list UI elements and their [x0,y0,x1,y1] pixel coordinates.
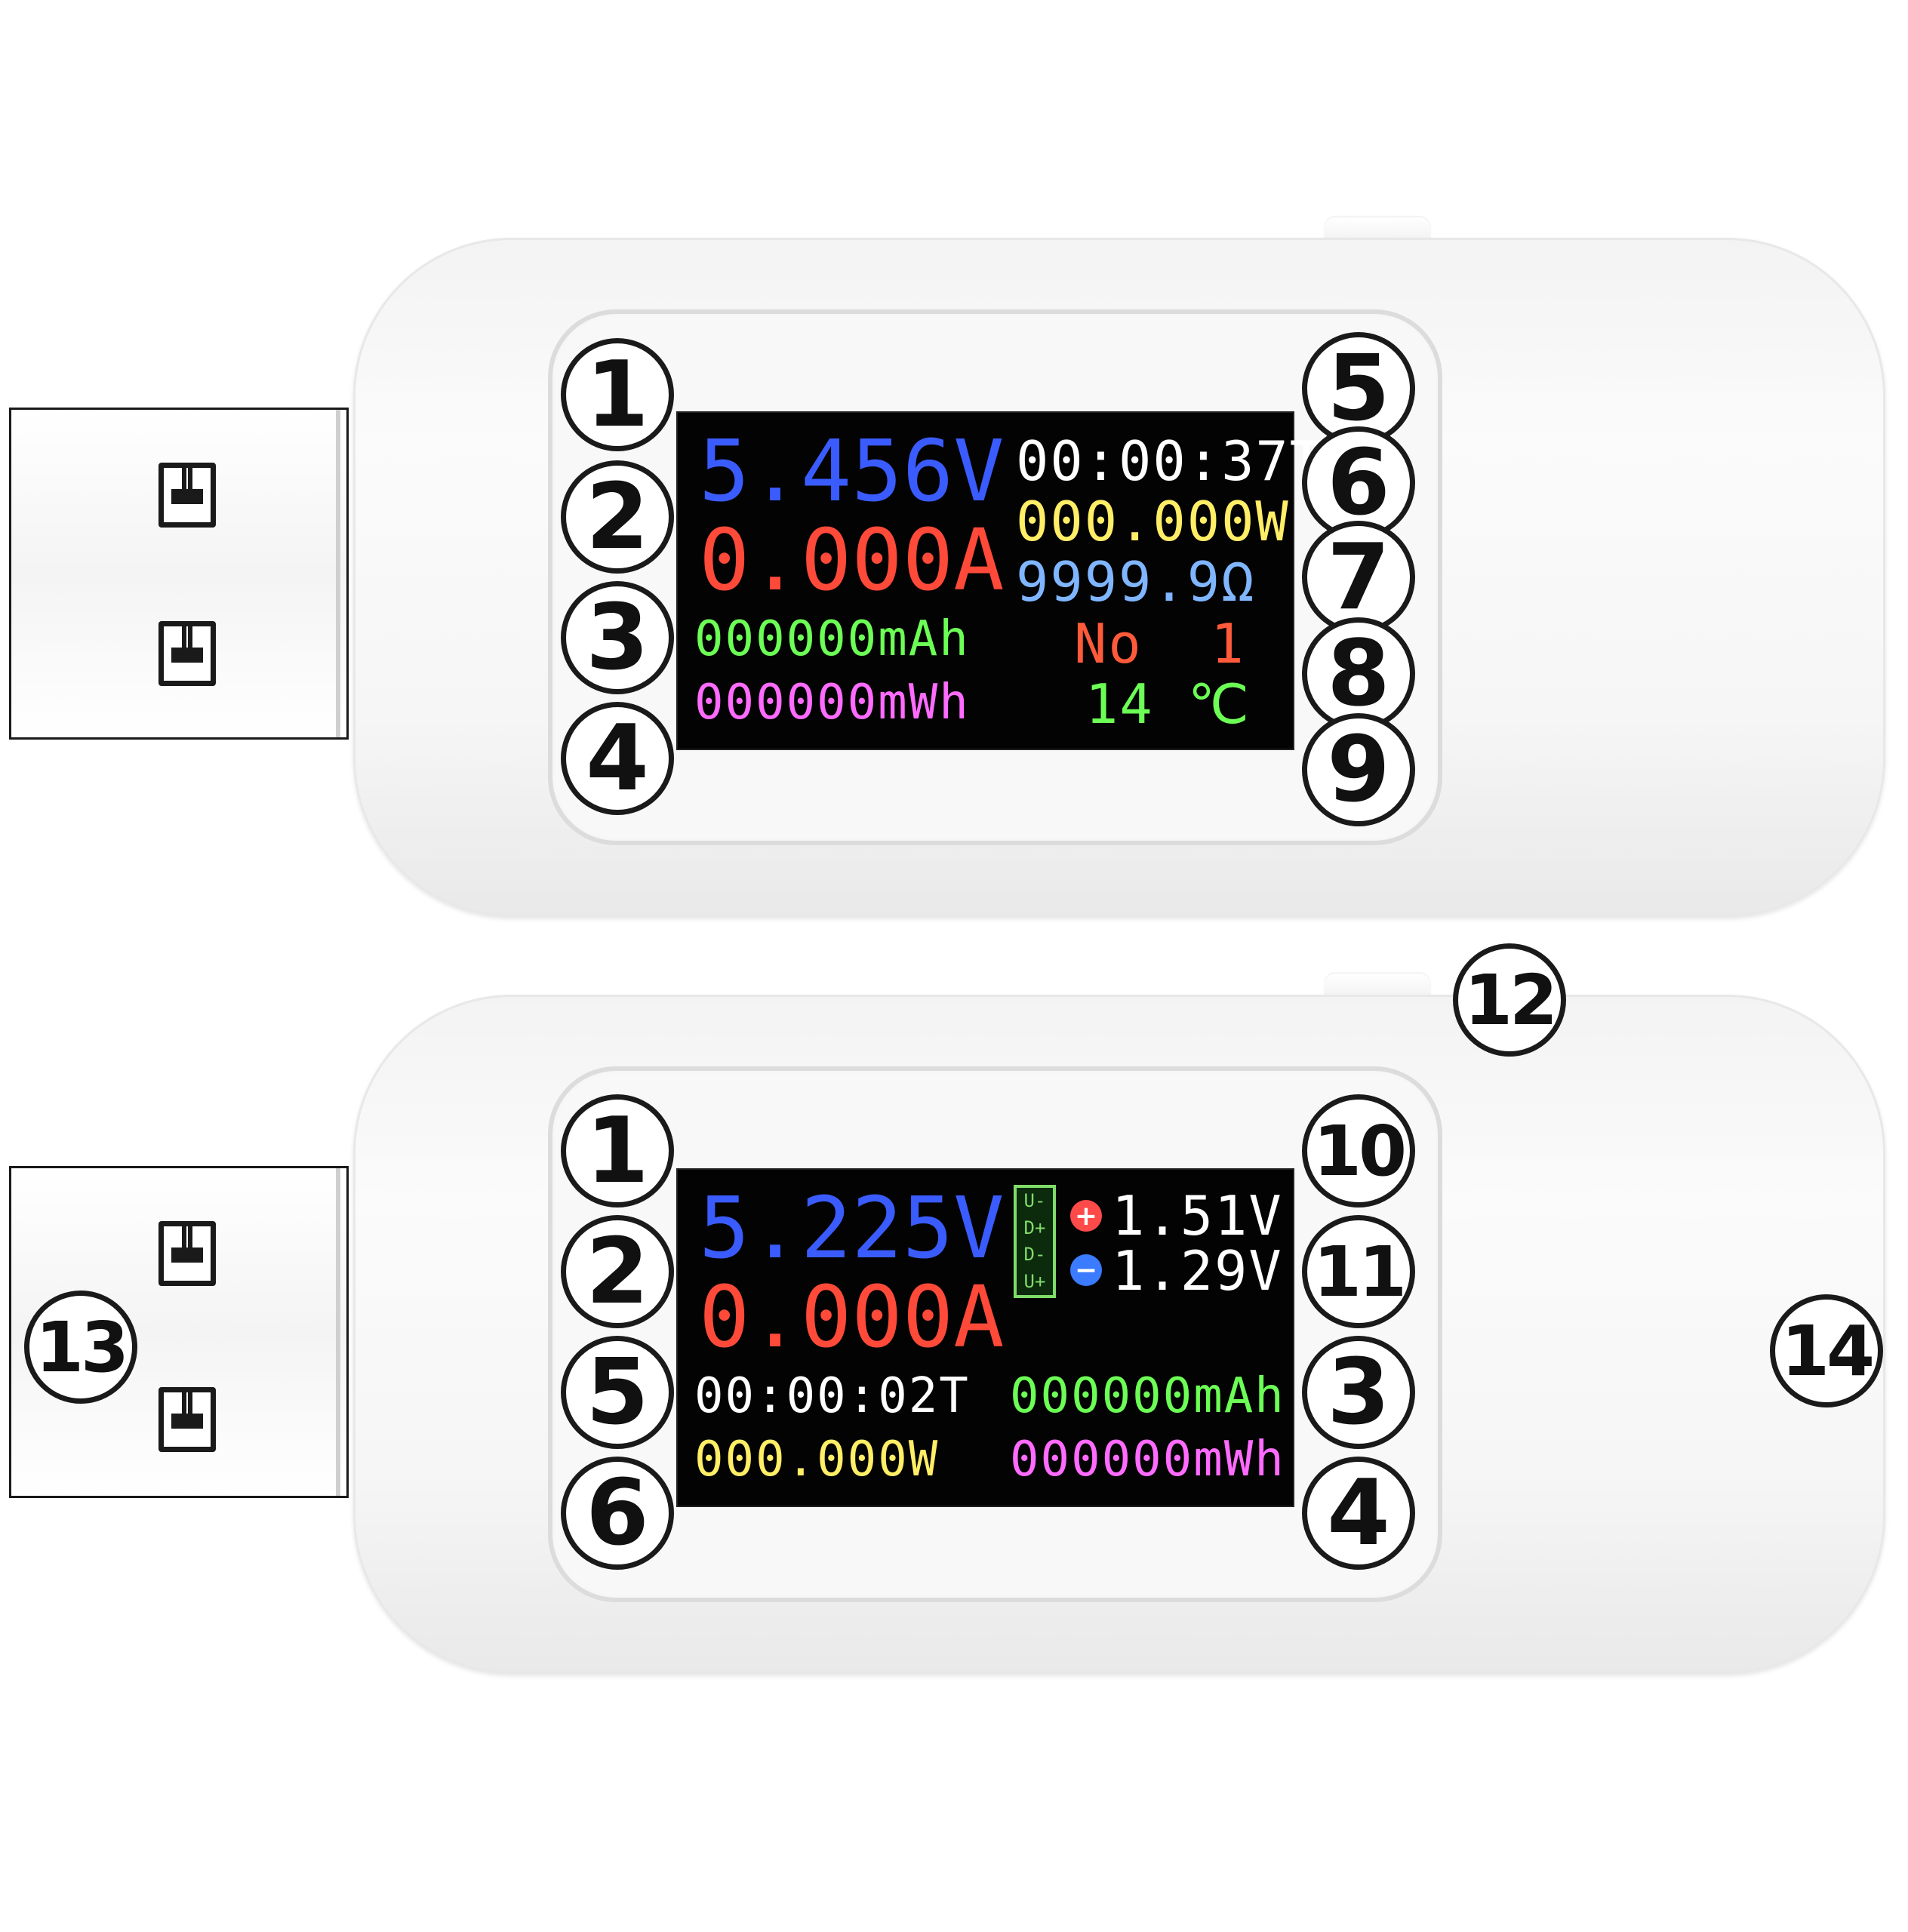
callout-badge-13: 13 [24,1291,137,1404]
bottom-device-body: 5.225V 0.000A 00:00:02T 000.000W U- D+ D… [353,995,1885,1674]
callout-badge-1: 1 [561,338,674,451]
callout-badge-11: 11 [1302,1215,1415,1328]
bottom-energy-reading: 000000mWh [1010,1432,1285,1487]
top-energy-reading: 000000mWh [694,675,970,731]
callout-badge-12: 12 [1453,943,1566,1057]
plug-contact-slot [158,463,216,528]
dplus-plus-icon: + [1070,1200,1102,1232]
top-power-reading: 000.000W [1016,490,1290,553]
callout-badge-14: 14 [1770,1294,1883,1407]
callout-badge-2: 2 [561,1215,674,1328]
bottom-power-reading: 000.000W [694,1432,940,1487]
callout-badge-7: 7 [1302,521,1415,634]
callout-badge-5: 5 [561,1336,674,1449]
top-temperature-reading: 14 ℃ [1085,672,1251,736]
bottom-capacity-reading: 000000mAh [1010,1368,1285,1424]
callout-badge-6: 6 [561,1457,674,1570]
pin-label: U+ [1023,1270,1046,1292]
bottom-current-reading: 0.000A [699,1269,1005,1367]
top-screen-bezel: 5.456V 0.000A 000000mAh 000000mWh 00:00:… [548,309,1442,845]
top-group-number: No 1 [1074,612,1245,675]
top-device-body: 5.456V 0.000A 000000mAh 000000mWh 00:00:… [353,238,1885,917]
data-pins-icon: U- D+ D- U+ [1014,1185,1056,1298]
bottom-screen-bezel: 5.225V 0.000A 00:00:02T 000.000W U- D+ D… [548,1066,1442,1602]
callout-badge-10: 10 [1302,1094,1415,1208]
top-capacity-reading: 000000mAh [694,611,970,667]
callout-badge-3: 3 [561,581,674,694]
dplus-voltage-reading: 1.51V [1112,1184,1283,1247]
bottom-time-reading: 00:00:02T [694,1368,970,1424]
plug-contact-slot [158,1221,216,1286]
dminus-minus-icon: − [1070,1254,1102,1286]
pin-label: D+ [1023,1217,1046,1238]
callout-badge-8: 8 [1302,617,1415,731]
plug-contact-slot [158,621,216,686]
pin-label: D- [1023,1244,1046,1265]
top-current-reading: 0.000A [699,512,1005,610]
top-time-reading: 00:00:37T [1016,429,1325,493]
bottom-voltage-reading: 5.225V [699,1180,1005,1278]
top-resistance-reading: 9999.9Ω [1016,550,1256,614]
callout-badge-2: 2 [561,460,674,574]
plug-contact-slot [158,1387,216,1452]
callout-badge-4: 4 [561,702,674,815]
top-usb-plug [9,408,349,740]
top-lcd-screen: 5.456V 0.000A 000000mAh 000000mWh 00:00:… [676,411,1322,750]
bottom-lcd-screen: 5.225V 0.000A 00:00:02T 000.000W U- D+ D… [676,1168,1294,1507]
top-voltage-reading: 5.456V [699,423,1005,521]
callout-badge-3: 3 [1302,1336,1415,1449]
callout-badge-9: 9 [1302,713,1415,826]
callout-badge-1: 1 [561,1094,674,1208]
pin-label: U- [1023,1190,1046,1211]
callout-badge-4: 4 [1302,1457,1415,1570]
dminus-voltage-reading: 1.29V [1112,1239,1283,1303]
